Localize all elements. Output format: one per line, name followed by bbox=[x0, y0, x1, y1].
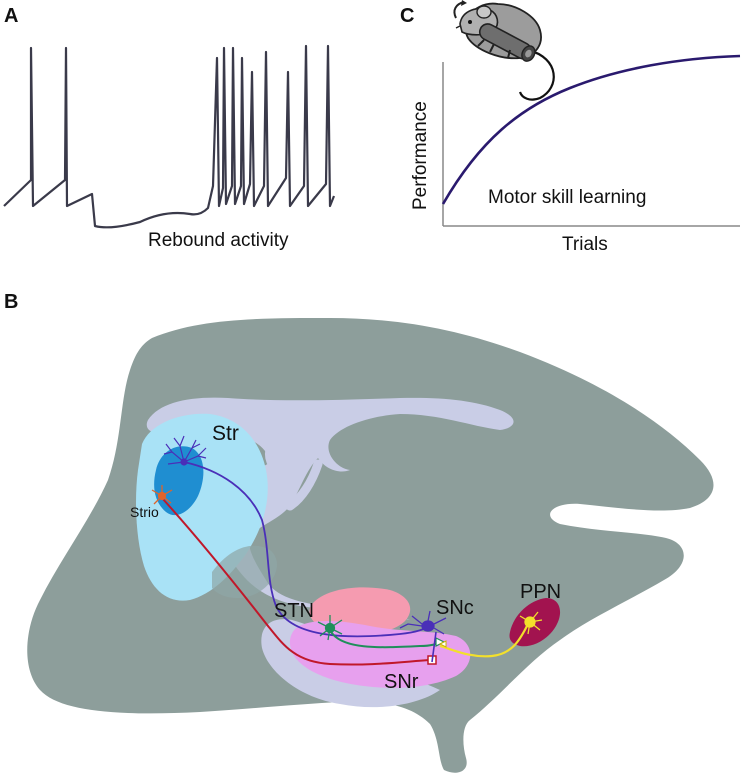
y-axis-label: Performance bbox=[410, 101, 431, 210]
strio-neuron-icon bbox=[151, 485, 173, 505]
panel-b: B bbox=[4, 291, 714, 773]
label-snc: SNc bbox=[436, 597, 474, 619]
learning-caption: Motor skill learning bbox=[488, 187, 646, 208]
snc-neuron-icon bbox=[399, 610, 447, 635]
label-snr: SNr bbox=[384, 671, 419, 693]
label-str: Str bbox=[212, 422, 239, 445]
spike-trace bbox=[3, 44, 336, 229]
stn-neuron-icon bbox=[317, 615, 343, 641]
striosome-axon bbox=[161, 497, 431, 666]
stn-axon bbox=[329, 629, 441, 649]
ventricle-branch-2 bbox=[285, 459, 323, 511]
internal-capsule bbox=[212, 545, 277, 599]
learning-curve bbox=[441, 54, 741, 205]
panel-a: A Rebound activity bbox=[3, 5, 336, 251]
panel-c: C Performance Trials Motor skill learnin… bbox=[400, 0, 741, 255]
panel-c-letter: C bbox=[400, 5, 414, 27]
ppn-axon bbox=[439, 623, 529, 658]
ventricle-branch bbox=[265, 414, 310, 466]
label-ppn: PPN bbox=[520, 581, 561, 603]
label-strio: Strio bbox=[130, 504, 159, 520]
panel-b-letter: B bbox=[4, 291, 18, 313]
panel-a-letter: A bbox=[4, 5, 18, 27]
label-stn: STN bbox=[274, 600, 314, 622]
mouse-on-rotarod-icon bbox=[453, 0, 555, 101]
snr-link bbox=[431, 631, 437, 663]
spiny-neuron-icon bbox=[163, 435, 207, 466]
ppn-terminal bbox=[438, 640, 447, 648]
x-axis-label: Trials bbox=[562, 234, 608, 255]
ppn-neuron-icon bbox=[519, 611, 543, 635]
rebound-caption: Rebound activity bbox=[148, 230, 289, 251]
snc-dendrite-path bbox=[183, 461, 431, 638]
substantia-nigra-region bbox=[289, 621, 471, 688]
